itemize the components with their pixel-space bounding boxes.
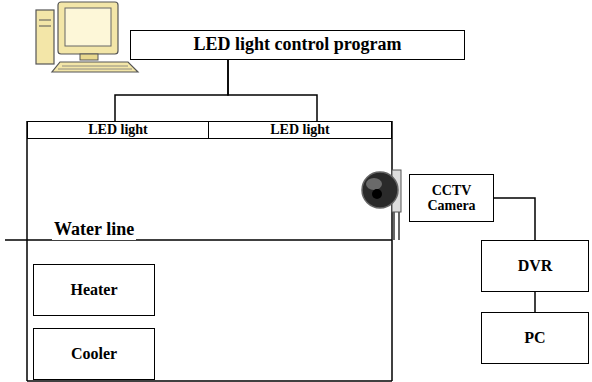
node-text: PC [524,329,545,347]
dvr-box: DVR [481,240,589,292]
connector-line [115,60,228,121]
node-text: Heater [70,281,117,299]
camera-box: CCTV Camera [409,174,494,222]
node-text: LED light [270,122,330,137]
computer-icon [36,2,138,72]
led-light-box: LED light [27,121,209,139]
node-text: LED light control program [194,35,402,55]
node-text: DVR [518,257,553,275]
connector-line [494,198,535,240]
node-text: CCTV Camera [410,183,493,214]
water-line-label: Water line [52,220,136,240]
node-text: LED light [88,122,148,137]
heater-box: Heater [33,264,155,316]
camera-dome [362,170,401,240]
led-light-box: LED light [208,121,392,139]
cooler-box: Cooler [33,328,155,380]
node-text: Cooler [71,345,117,363]
tank-outline [27,121,392,381]
pc-box: PC [481,312,589,364]
program-box: LED light control program [130,30,465,60]
connector-line [534,292,536,312]
connector-line [228,60,317,121]
